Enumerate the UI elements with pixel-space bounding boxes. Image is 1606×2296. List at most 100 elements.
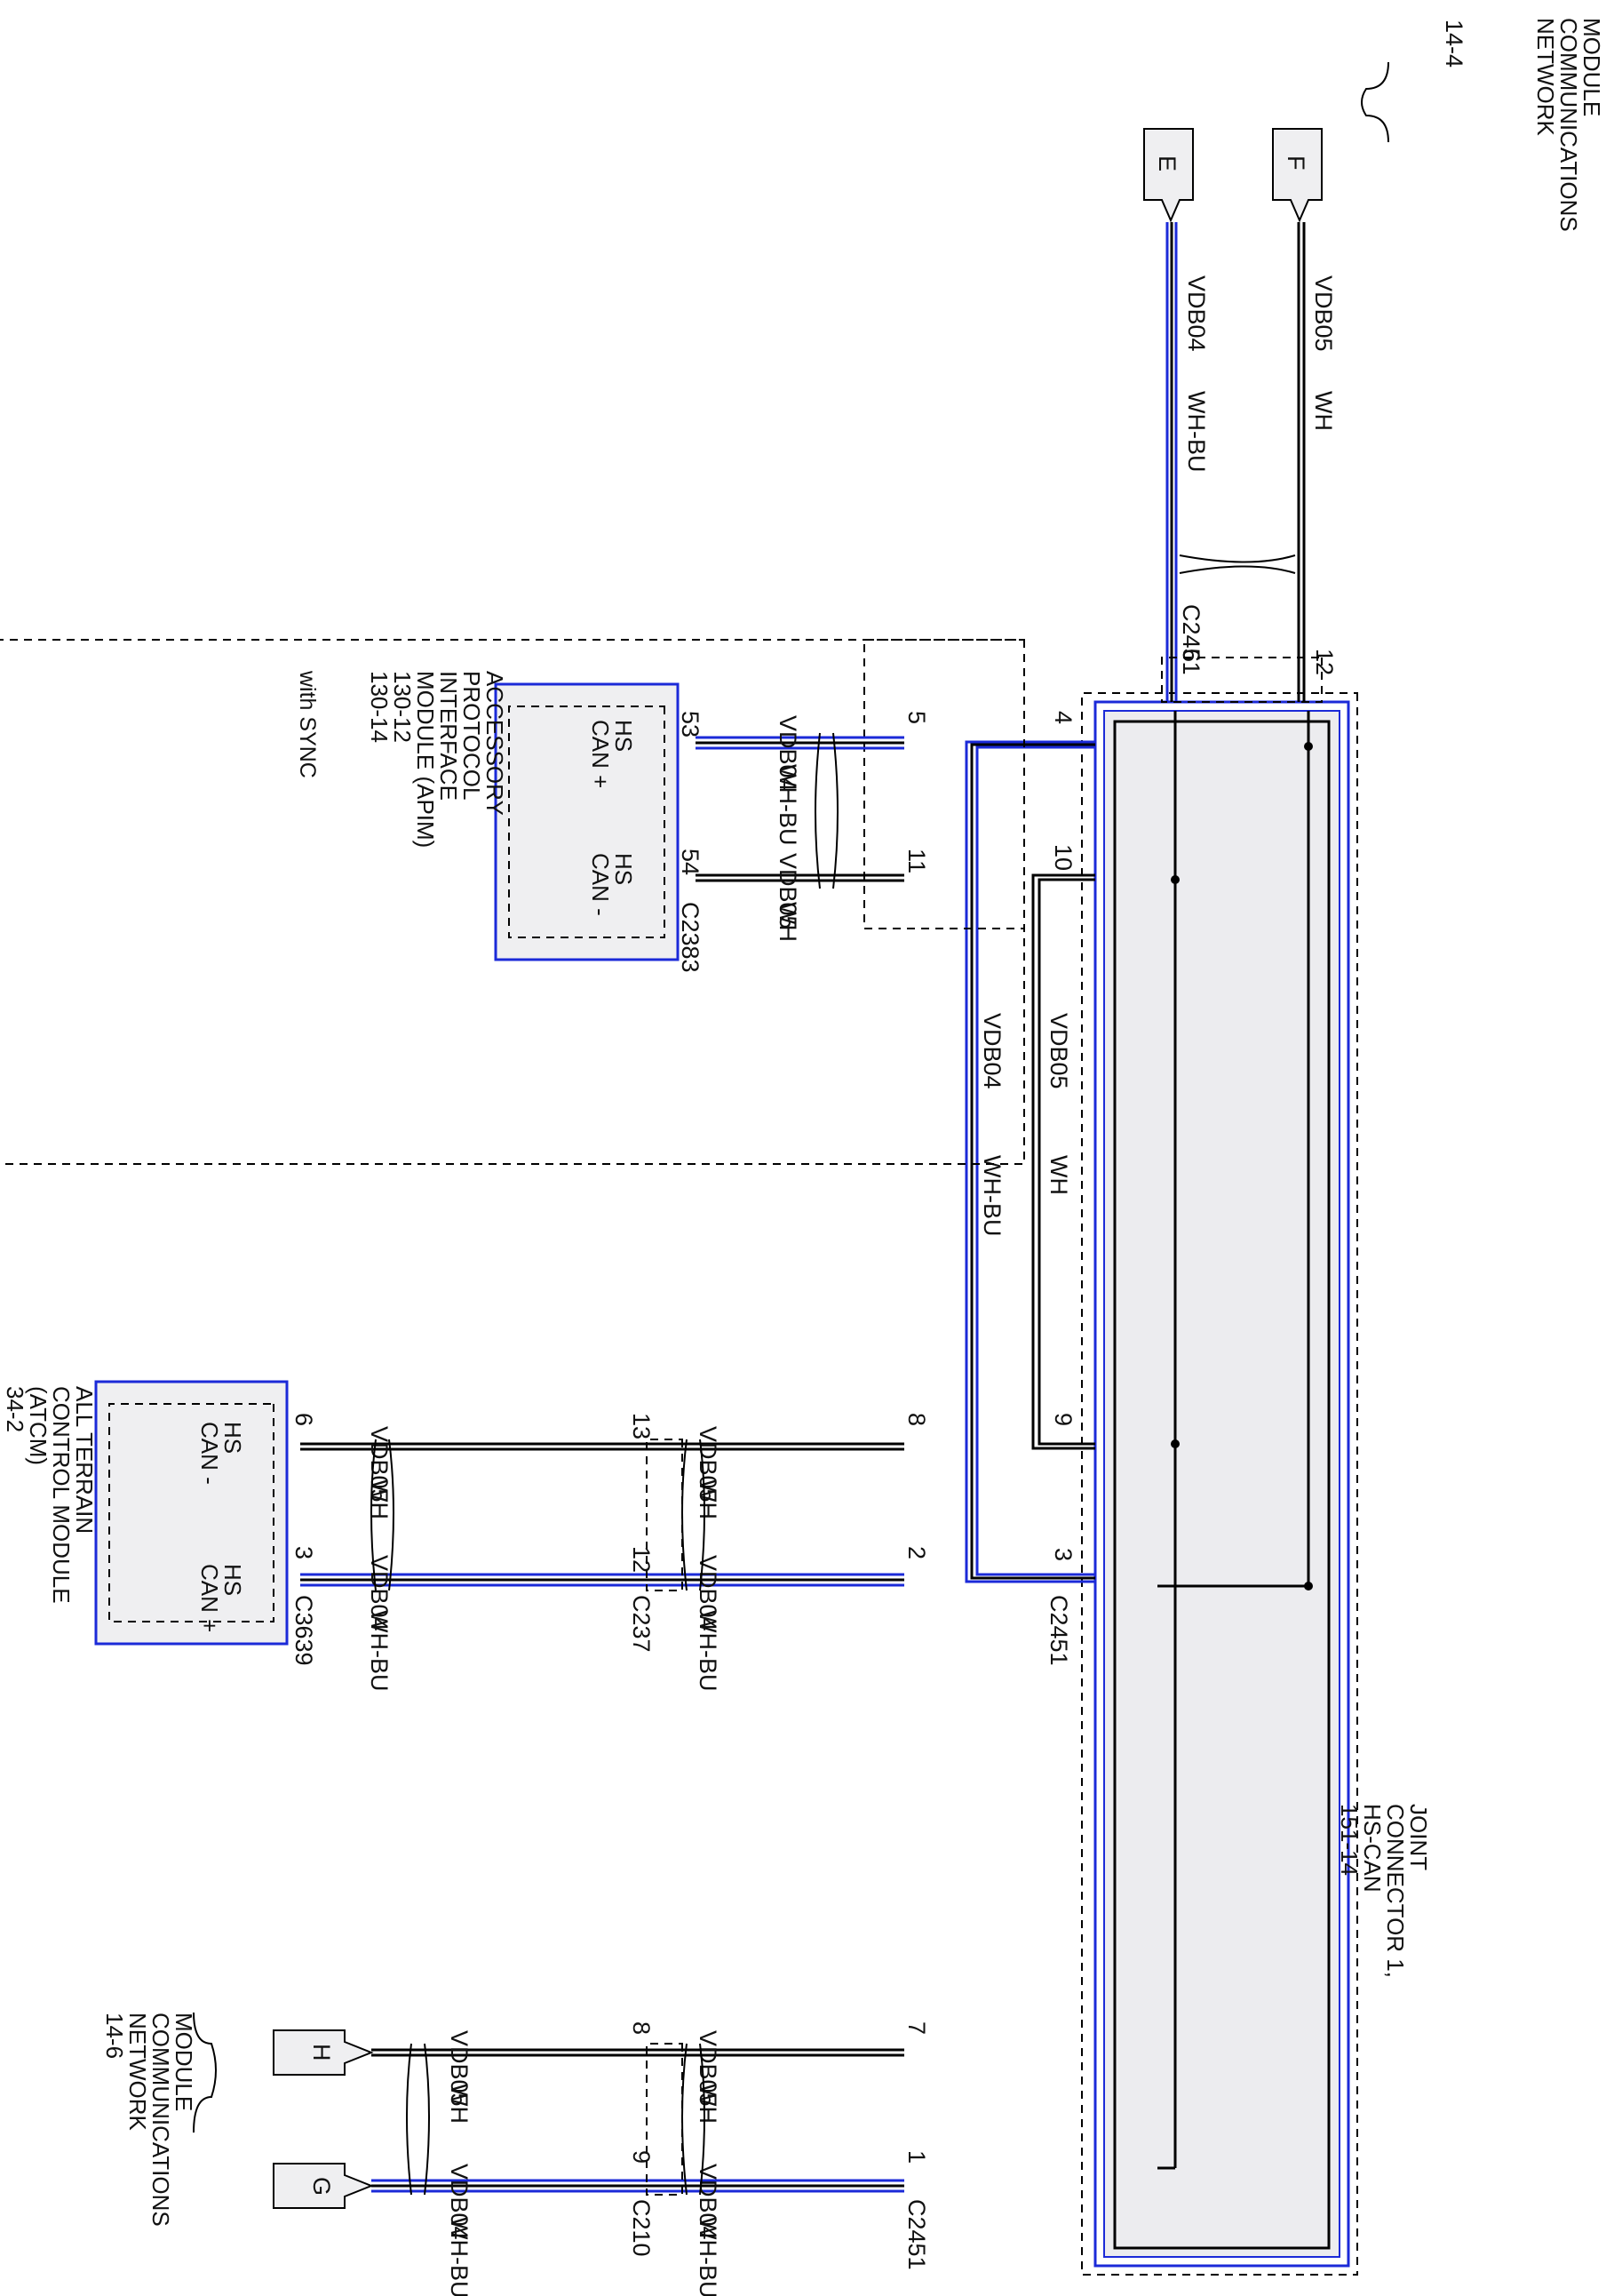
svg-text:10: 10 [1050, 844, 1077, 871]
svg-text:VDB04: VDB04 [775, 715, 801, 792]
svg-text:3: 3 [290, 1546, 317, 1559]
svg-text:9: 9 [1050, 1413, 1077, 1426]
svg-text:8: 8 [628, 2021, 655, 2035]
splice-dot [1171, 875, 1180, 884]
svg-text:VDB04: VDB04 [366, 1555, 393, 1631]
svg-text:7: 7 [903, 2021, 930, 2035]
svg-text:VDB04: VDB04 [695, 1555, 721, 1631]
svg-text:INTERFACE: INTERFACE [435, 671, 462, 801]
apim-module [494, 639, 1025, 961]
connector-c2383: C2383 [677, 902, 704, 973]
atcm-hs-plus: HS [219, 1564, 246, 1596]
svg-text:3: 3 [1050, 1548, 1077, 1561]
svg-text:6: 6 [1178, 649, 1204, 662]
svg-text:54: 54 [677, 849, 704, 875]
atcm-wire-minus: VDB05 WH VDB05 WH [300, 1426, 904, 1519]
svg-text:JOINT: JOINT [1405, 1804, 1432, 1870]
right-loop-outer: VDB04 WH-BU [965, 740, 1095, 1583]
bottom-network-label: MODULE COMMUNICATIONS NETWORK 14-6 [101, 2012, 217, 2227]
svg-text:PROTOCOL: PROTOCOL [458, 671, 485, 800]
atcm-label: ALL TERRAIN CONTROL MODULE (ATCM) 34-2 [2, 1386, 98, 1604]
svg-text:11: 11 [903, 849, 930, 873]
svg-text:WH: WH [695, 1479, 721, 1519]
svg-text:WH: WH [366, 1479, 393, 1519]
svg-text:VDB05: VDB05 [695, 2030, 721, 2107]
svg-text:VDB05: VDB05 [446, 2030, 473, 2107]
splice-dot [1171, 1439, 1180, 1448]
svg-text:12: 12 [1311, 649, 1338, 675]
svg-text:WH-BU: WH-BU [446, 2217, 473, 2296]
apim-hs-plus: HS [610, 720, 637, 752]
tag-f-arrow: F [1272, 128, 1323, 223]
svg-text:53: 53 [677, 711, 704, 737]
c210-inline [646, 2043, 683, 2196]
svg-text:1: 1 [903, 2150, 930, 2164]
svg-text:13: 13 [628, 1413, 655, 1439]
twist-marker [406, 2043, 430, 2196]
connector-c2451-bottom: C2451 [903, 2199, 930, 2270]
svg-text:VDB05: VDB05 [695, 1426, 721, 1503]
top-network-label: MODULE COMMUNICATIONS NETWORK 14-4 [1361, 18, 1605, 232]
svg-text:MODULE (APIM): MODULE (APIM) [412, 671, 439, 848]
svg-text:WH-BU: WH-BU [1183, 391, 1210, 472]
svg-text:151-14: 151-14 [1336, 1804, 1363, 1876]
right-loop-inner: VDB05 WH [1031, 873, 1095, 1450]
tag-e-arrow: E [1143, 128, 1194, 223]
svg-text:WH: WH [446, 2084, 473, 2124]
svg-text:VDB04: VDB04 [979, 1013, 1006, 1089]
svg-text:VDB04: VDB04 [1183, 275, 1210, 352]
connector-c2451-top: C2451 [1178, 604, 1204, 675]
svg-text:WH: WH [775, 902, 801, 942]
atcm-wire-plus: VDB04 WH-BU VDB04 WH-BU [300, 1555, 904, 1691]
svg-text:WH: WH [695, 2084, 721, 2124]
svg-text:5: 5 [903, 711, 930, 724]
twist-marker [815, 732, 839, 889]
tag-g-arrow: G [273, 2163, 374, 2209]
svg-text:VDB04: VDB04 [446, 2164, 473, 2240]
svg-text:9: 9 [628, 2150, 655, 2164]
apim-wire-minus: VDB05 WH [696, 853, 904, 942]
svg-text:WH-BU: WH-BU [695, 1610, 721, 1691]
atcm-module [94, 1380, 289, 1646]
svg-text:VDB05: VDB05 [1310, 275, 1337, 352]
splice-dot [1304, 742, 1313, 751]
top-wire-e: VDB04 WH-BU [1165, 222, 1210, 702]
svg-text:MODULE: MODULE [171, 2013, 197, 2111]
svg-text:130-14: 130-14 [366, 671, 393, 743]
twist-marker [370, 1439, 394, 1591]
svg-text:F: F [1283, 155, 1309, 171]
svg-text:WH-BU: WH-BU [979, 1155, 1006, 1236]
svg-text:8: 8 [903, 1413, 930, 1426]
svg-text:WH-BU: WH-BU [695, 2217, 721, 2296]
svg-text:VDB05: VDB05 [1045, 1013, 1072, 1089]
svg-text:COMMUNICATIONS: COMMUNICATIONS [147, 2013, 174, 2227]
svg-text:with SYNC: with SYNC [295, 670, 320, 778]
svg-text:G: G [308, 2177, 335, 2196]
svg-text:14-6: 14-6 [101, 2013, 128, 2059]
apim-frame [0, 639, 1025, 1165]
svg-text:34-2: 34-2 [2, 1386, 28, 1432]
svg-text:WH: WH [1045, 1155, 1072, 1195]
svg-text:NETWORK: NETWORK [124, 2013, 151, 2132]
svg-text:CONNECTOR 1,: CONNECTOR 1, [1382, 1804, 1409, 1978]
svg-text:E: E [1154, 155, 1181, 171]
atcm-hs-minus: HS [219, 1422, 246, 1454]
svg-text:H: H [308, 2044, 335, 2061]
connector-c3639: C3639 [290, 1595, 317, 1666]
svg-text:WH-BU: WH-BU [775, 764, 801, 845]
apim-hs-minus: HS [610, 853, 637, 885]
connector-c210: C210 [628, 2199, 655, 2257]
apim-wire-plus: VDB04 WH-BU [696, 715, 904, 845]
svg-text:VDB05: VDB05 [366, 1426, 393, 1503]
apim-label: ACCESSORY PROTOCOL INTERFACE MODULE (API… [295, 670, 508, 848]
svg-text:HS-CAN: HS-CAN [1359, 1804, 1386, 1893]
splice-dot [1304, 1582, 1313, 1590]
connector-c237: C237 [628, 1595, 655, 1653]
joint-connector-block [1081, 692, 1358, 2276]
svg-text:ALL TERRAIN: ALL TERRAIN [71, 1386, 98, 1534]
connector-c2451-right: C2451 [1045, 1595, 1072, 1666]
svg-text:CAN -: CAN - [587, 853, 614, 916]
svg-text:ACCESSORY: ACCESSORY [481, 671, 508, 816]
svg-text:2: 2 [903, 1546, 930, 1559]
svg-text:6: 6 [290, 1413, 317, 1426]
